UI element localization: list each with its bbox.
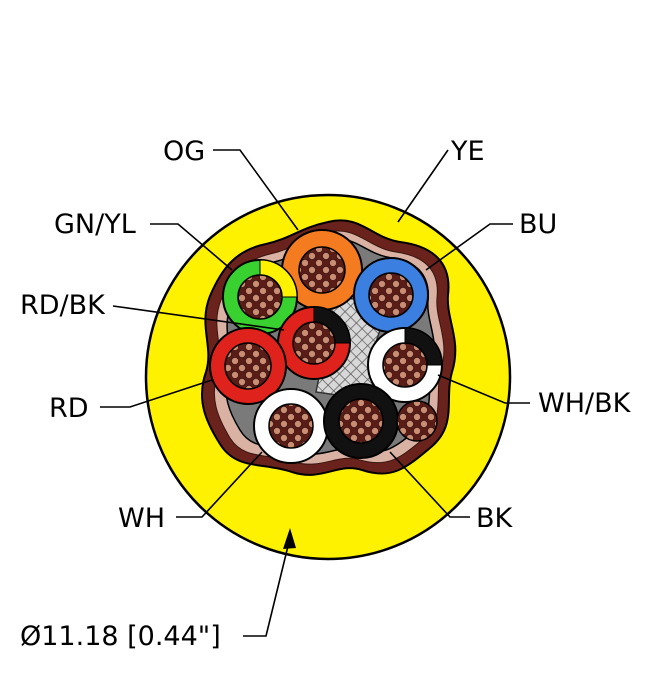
leader-rd	[100, 379, 213, 408]
conductor-bu	[353, 257, 429, 333]
label-rd-bk: RD/BK	[20, 290, 106, 321]
conductor-bk	[323, 383, 399, 459]
label-diameter: Ø11.18 [0.44"]	[20, 621, 221, 652]
label-gn-yl: GN/YL	[54, 209, 136, 240]
label-bk: BK	[476, 503, 514, 534]
label-rd: RD	[49, 393, 89, 424]
conductor-gn-yl	[222, 259, 298, 335]
label-bu: BU	[519, 209, 557, 240]
leader-wh	[176, 451, 263, 518]
leader-bu	[425, 223, 513, 271]
conductor-wh-bk	[367, 327, 443, 403]
conductor-wh	[253, 388, 329, 464]
leader-og	[213, 149, 299, 231]
label-ye: YE	[450, 136, 485, 167]
label-wh: WH	[118, 503, 165, 534]
conductor-rd-bk	[277, 306, 351, 380]
label-og: OG	[163, 136, 205, 167]
conductor-rd	[209, 327, 287, 405]
leader-diameter	[243, 545, 289, 637]
leader-gn-yl	[150, 223, 233, 271]
leader-rd-bk	[112, 305, 285, 331]
drain-wire	[396, 400, 438, 442]
diameter-arrowhead	[283, 528, 296, 549]
leader-ye	[397, 149, 449, 223]
label-wh-bk: WH/BK	[538, 388, 632, 419]
leader-wh-bk	[437, 374, 530, 404]
leader-bk	[389, 451, 470, 518]
